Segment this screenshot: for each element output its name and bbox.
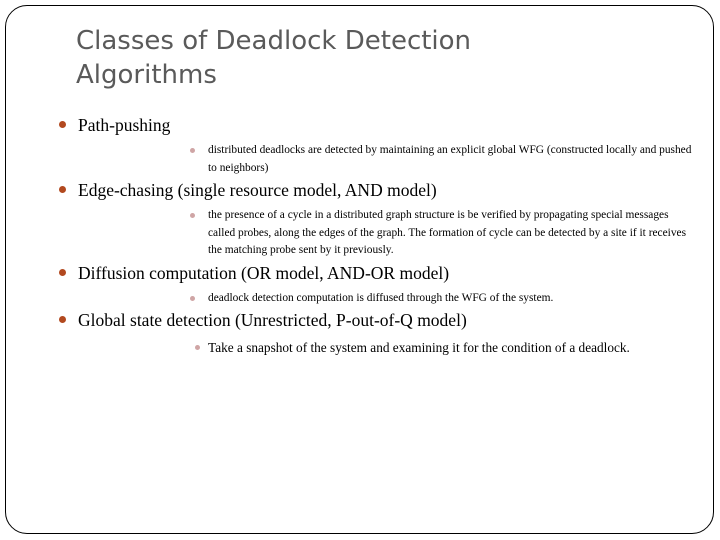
- list-item: distributed deadlocks are detected by ma…: [78, 142, 720, 177]
- bullet-list-level2: deadlock detection computation is diffus…: [78, 290, 720, 308]
- section-heading: Path-pushing: [78, 115, 171, 135]
- slide-title-block: Classes of Deadlock Detection Algorithms: [76, 24, 596, 92]
- sub-bullet-dot-icon: [190, 295, 195, 301]
- list-item: Take a snapshot of the system and examin…: [78, 338, 720, 357]
- sub-bullet-dot-icon: [195, 345, 200, 350]
- section-detail: deadlock detection computation is diffus…: [208, 291, 554, 304]
- section-detail: the presence of a cycle in a distributed…: [208, 209, 687, 256]
- section-heading: Edge-chasing (single resource model, AND…: [78, 180, 437, 200]
- slide-body: Path-pushing distributed deadlocks are d…: [0, 114, 720, 359]
- bullet-dot-icon: [59, 268, 66, 276]
- section-heading: Diffusion computation (OR model, AND-OR …: [78, 262, 450, 283]
- section-diffusion-computation: Diffusion computation (OR model, AND-OR …: [0, 262, 720, 308]
- section-global-state-detection: Global state detection (Unrestricted, P-…: [0, 309, 720, 357]
- section-path-pushing: Path-pushing distributed deadlocks are d…: [0, 114, 720, 177]
- section-detail: distributed deadlocks are detected by ma…: [208, 144, 692, 174]
- bullet-list-level2: distributed deadlocks are detected by ma…: [78, 142, 720, 177]
- section-edge-chasing: Edge-chasing (single resource model, AND…: [0, 179, 720, 260]
- bullet-dot-icon: [59, 186, 66, 193]
- list-item: the presence of a cycle in a distributed…: [78, 207, 720, 260]
- sub-bullet-dot-icon: [190, 213, 195, 218]
- bullet-dot-icon: [59, 316, 66, 323]
- section-heading: Global state detection (Unrestricted, P-…: [78, 310, 467, 330]
- bullet-list-level1: Path-pushing distributed deadlocks are d…: [0, 114, 720, 357]
- section-detail: Take a snapshot of the system and examin…: [208, 340, 630, 355]
- page-title: Classes of Deadlock Detection Algorithms: [76, 26, 472, 90]
- bullet-list-level2: the presence of a cycle in a distributed…: [78, 207, 720, 260]
- list-item: deadlock detection computation is diffus…: [78, 290, 720, 308]
- bullet-list-level2: Take a snapshot of the system and examin…: [78, 338, 720, 357]
- sub-bullet-dot-icon: [190, 148, 195, 153]
- bullet-dot-icon: [59, 121, 66, 128]
